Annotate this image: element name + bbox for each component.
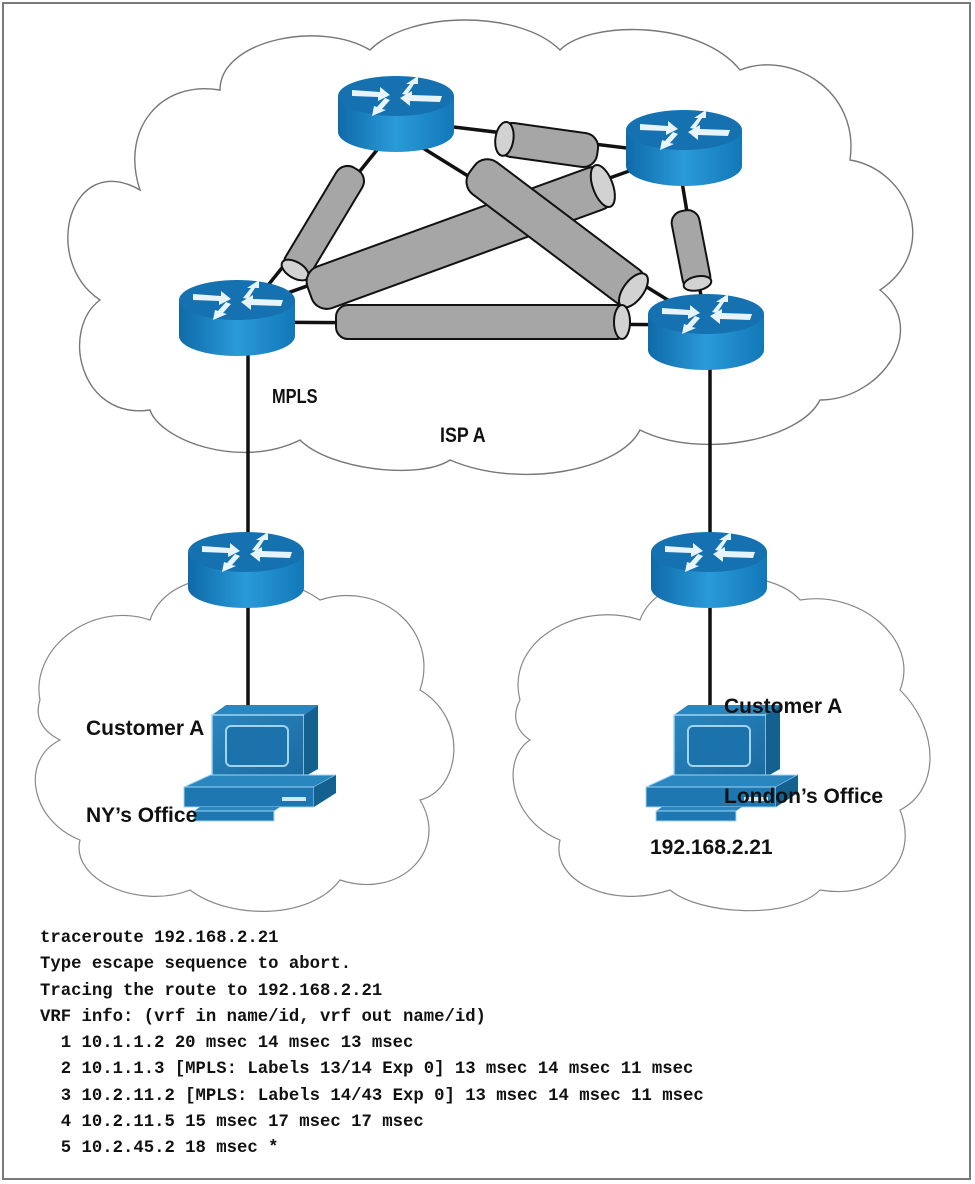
ny-site-label: Customer A NY’s Office [86, 656, 204, 859]
terminal-line: 5 10.2.45.2 18 msec * [40, 1139, 279, 1159]
tunnel-righttop-right [670, 209, 713, 292]
mpls-tunnels [280, 120, 713, 340]
terminal-line: 1 10.1.1.2 20 msec 14 msec 13 msec [40, 1034, 414, 1054]
router-icon-london-ce [651, 532, 767, 608]
mpls-label: MPLS [272, 386, 318, 408]
london-site-label-line1: Customer A [724, 695, 843, 718]
terminal-line: 2 10.1.1.3 [MPLS: Labels 13/14 Exp 0] 13… [40, 1060, 694, 1080]
router-icon-right-top [626, 110, 742, 186]
terminal-line: Type escape sequence to abort. [40, 955, 352, 975]
london-site-label-line2: London’s Office [724, 785, 884, 808]
terminal-line: Tracing the route to 192.168.2.21 [40, 981, 383, 1001]
terminal-line: 4 10.2.11.5 15 msec 17 msec 17 msec [40, 1113, 424, 1133]
london-site-label: Customer A London’s Office [724, 632, 883, 842]
terminal-line: 3 10.2.11.2 [MPLS: Labels 14/43 Exp 0] 1… [40, 1086, 704, 1106]
router-icon-top [338, 76, 454, 152]
router-icon-left [179, 280, 295, 356]
router-icon-ny-ce [188, 532, 304, 608]
tunnel-top-right [465, 158, 649, 309]
router-icon-right [648, 294, 764, 370]
ny-site-label-line1: Customer A [86, 717, 205, 740]
isp-label: ISP A [440, 424, 486, 447]
traceroute-output: traceroute 192.168.2.21 Type escape sequ… [40, 926, 704, 1163]
terminal-line: traceroute 192.168.2.21 [40, 929, 279, 948]
tunnel-top-righttop [494, 120, 600, 168]
london-host-ip: 192.168.2.21 [650, 836, 773, 859]
tunnel-left-right [335, 304, 631, 340]
terminal-line: VRF info: (vrf in name/id, vrf out name/… [40, 1007, 486, 1027]
tunnel-top-left [280, 164, 365, 282]
ny-site-label-line2: NY’s Office [86, 804, 198, 827]
